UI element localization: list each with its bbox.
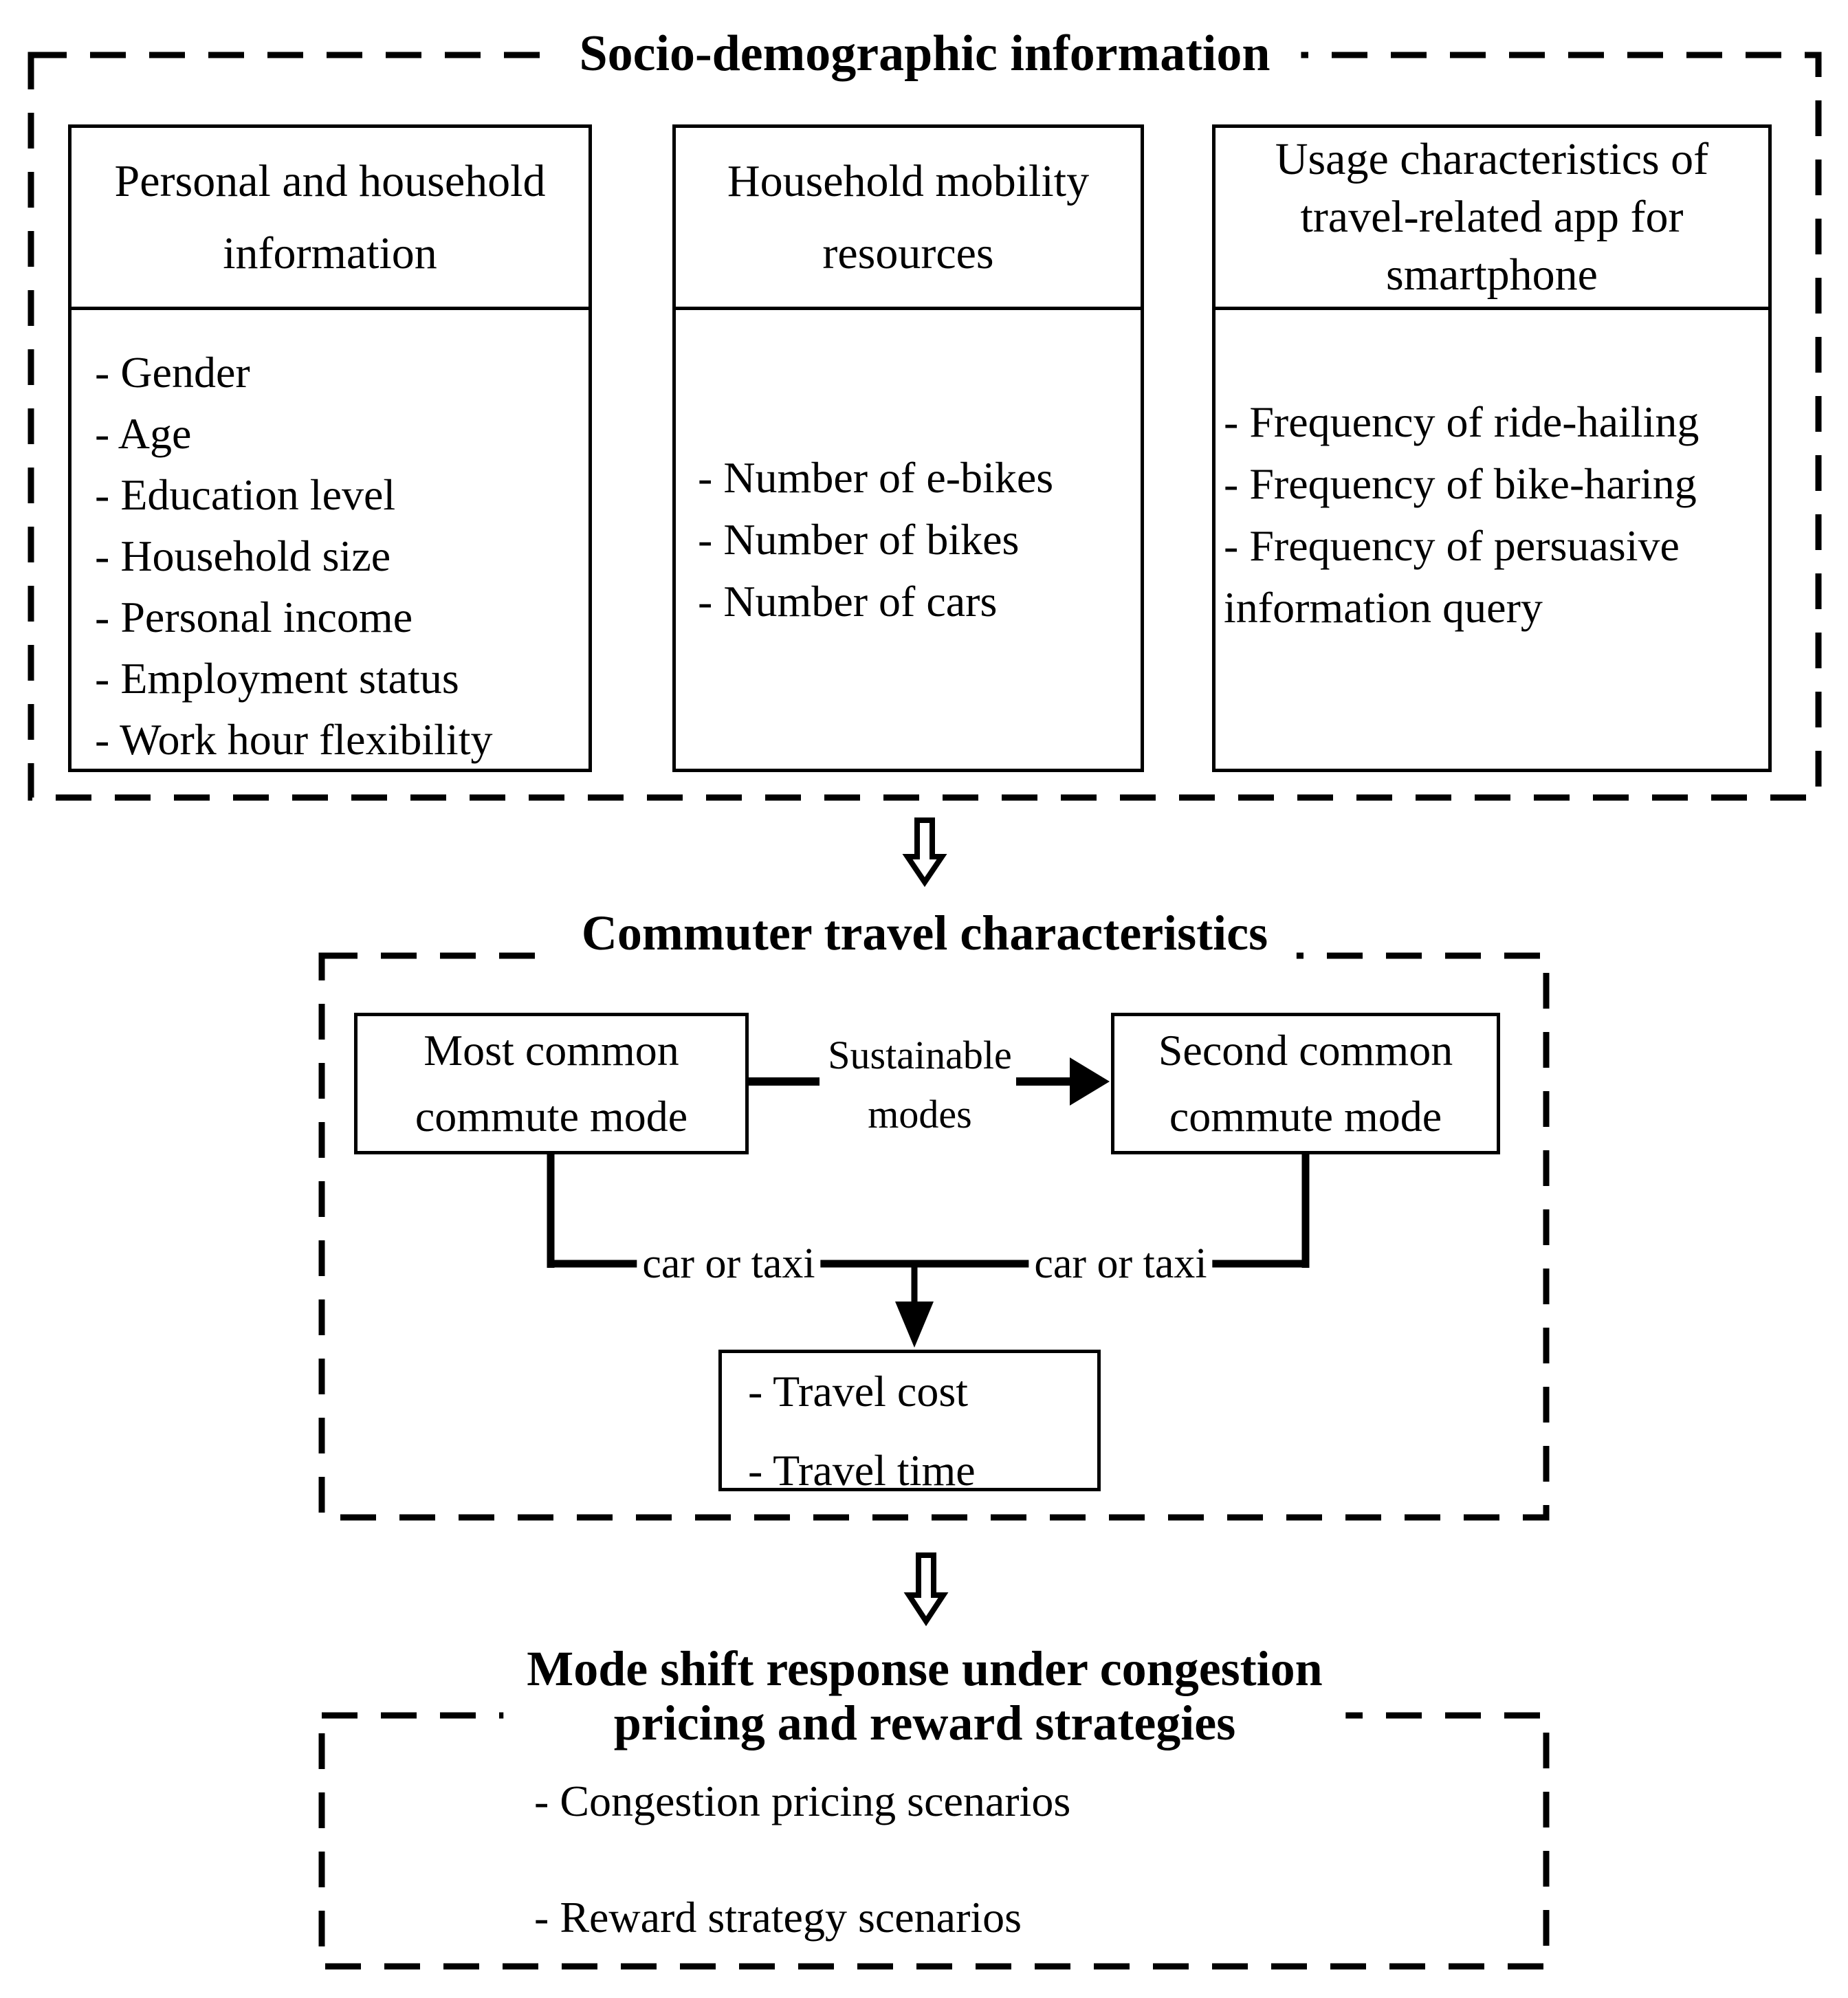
box-app-usage-header: Usage characteristics of travel-related … — [1216, 128, 1768, 310]
block-arrow-down-1-icon — [902, 817, 947, 888]
block-arrow-down-2-icon — [903, 1552, 949, 1627]
list-item: - Employment status — [95, 654, 459, 703]
section-title-mode-shift: Mode shift response under congestion pri… — [503, 1641, 1346, 1750]
list-item: - Work hour flexibility — [95, 715, 493, 764]
center-drop-arrowhead-icon — [895, 1302, 934, 1348]
header-line: Household mobility — [727, 156, 1090, 206]
car-or-taxi-label-left: car or taxi — [637, 1236, 821, 1291]
box-app-usage: Usage characteristics of travel-related … — [1212, 124, 1772, 772]
box-personal-household-list: - Gender - Age - Education level - House… — [72, 310, 588, 770]
edge-label-line: Sustainable — [828, 1033, 1012, 1077]
list-item: - Frequency of bike-haring — [1224, 459, 1697, 508]
section-title-commuter-travel: Commuter travel characteristics — [552, 905, 1297, 962]
list-item: - Number of bikes — [698, 514, 1020, 564]
list-item: - Gender — [95, 348, 250, 397]
sustainable-modes-label: Sustainable modes — [828, 1026, 1011, 1144]
box-second-common-mode: Second common commute mode — [1111, 1013, 1500, 1154]
sustainable-arrowhead-icon — [1070, 1057, 1110, 1106]
box-household-mobility: Household mobility resources - Number of… — [672, 124, 1144, 772]
box-personal-household: Personal and household information - Gen… — [68, 124, 592, 772]
box-personal-household-header: Personal and household information — [72, 128, 588, 310]
box-line: commute mode — [415, 1092, 688, 1141]
list-item: - Travel cost — [748, 1367, 968, 1416]
title-line: Mode shift response under congestion — [527, 1641, 1323, 1696]
car-or-taxi-label-right: car or taxi — [1028, 1236, 1213, 1291]
header-line: resources — [822, 228, 994, 278]
box-line: commute mode — [1169, 1092, 1442, 1141]
box-line: Most common — [424, 1026, 679, 1075]
list-item: - Household size — [95, 531, 391, 580]
title-line: pricing and reward strategies — [613, 1695, 1236, 1750]
box-app-usage-list: - Frequency of ride-hailing - Frequency … — [1216, 310, 1768, 639]
box-household-mobility-header: Household mobility resources — [676, 128, 1141, 310]
edge-label-line: modes — [868, 1092, 972, 1137]
list-item: - Number of e-bikes — [698, 452, 1054, 502]
list-item: - Travel time — [748, 1446, 976, 1495]
list-item: - Frequency of ride-hailing — [1224, 397, 1700, 446]
box-most-common-mode: Most common commute mode — [354, 1013, 749, 1154]
list-item: - Frequency of persuasive information qu… — [1224, 521, 1680, 632]
section-title-socio-demographic: Socio-demographic information — [548, 25, 1301, 83]
list-item: - Education level — [95, 470, 396, 519]
box-travel-cost-time: - Travel cost - Travel time — [718, 1350, 1101, 1495]
bottom-item-reward-strategy: - Reward strategy scenarios — [534, 1893, 1022, 1942]
list-item: - Personal income — [95, 593, 413, 641]
box-line: Second common — [1158, 1026, 1453, 1075]
list-item: - Number of cars — [698, 576, 998, 626]
box-household-mobility-list: - Number of e-bikes - Number of bikes - … — [676, 310, 1141, 769]
header-line: Personal and household — [114, 156, 546, 206]
list-item: - Age — [95, 409, 192, 458]
header-line: smartphone — [1386, 250, 1598, 300]
header-line: travel-related app for — [1300, 192, 1684, 242]
header-line: Usage characteristics of — [1275, 134, 1709, 184]
bottom-item-congestion-pricing: - Congestion pricing scenarios — [534, 1777, 1071, 1825]
header-line: information — [223, 228, 437, 278]
